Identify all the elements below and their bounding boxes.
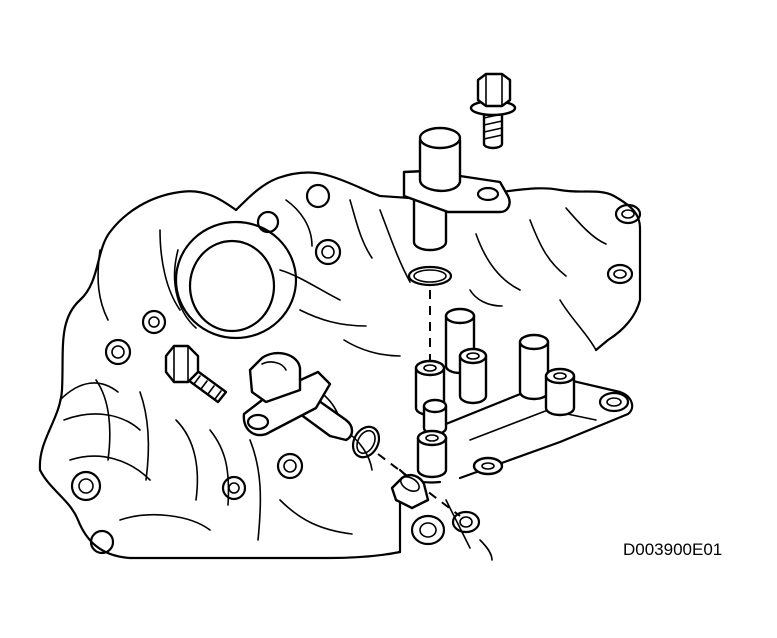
upper-bolt bbox=[469, 72, 517, 150]
pin-boss bbox=[458, 347, 488, 405]
left-bolt bbox=[164, 344, 228, 404]
pin-boss bbox=[544, 367, 576, 417]
upper-o-ring bbox=[407, 265, 453, 287]
pin-boss bbox=[518, 333, 550, 401]
pin-boss bbox=[472, 456, 504, 476]
pin-boss bbox=[422, 398, 448, 436]
sensor-boss bbox=[390, 473, 430, 510]
pin-boss bbox=[416, 429, 448, 479]
figure-code: D003900E01 bbox=[623, 540, 723, 559]
lower-o-ring bbox=[351, 425, 381, 459]
transmission-case bbox=[38, 171, 642, 561]
upper-speed-sensor bbox=[402, 126, 511, 252]
lower-speed-sensor bbox=[242, 351, 354, 442]
